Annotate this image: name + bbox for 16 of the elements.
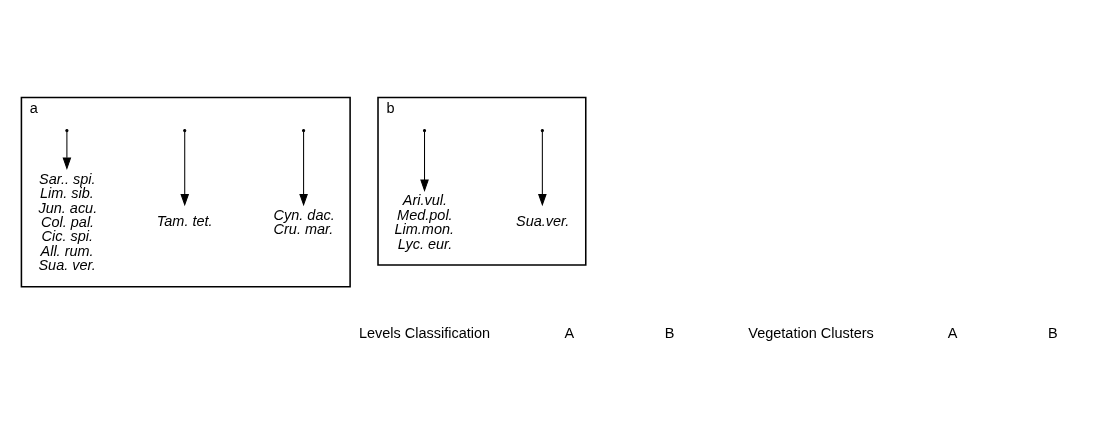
arrow <box>180 131 190 207</box>
node-text: Tam. tet. <box>156 213 213 230</box>
arrow <box>420 131 429 192</box>
node-text: Sua.ver. <box>515 213 570 230</box>
node-text: Ari.vul. Med.pol. Lim.mon. Lyc. eur. <box>394 192 455 252</box>
label: Levels Classification <box>358 325 491 342</box>
label: B <box>1048 325 1058 342</box>
label: A <box>947 325 958 342</box>
label: B <box>664 325 675 342</box>
node-text: Sar.. spi. Lim. sib. Jun. acu. Col. pal. Cic. spi. All. rum. Sua. ver. <box>38 170 98 274</box>
arrow <box>299 131 308 207</box>
arrow <box>62 131 72 170</box>
label: Vegetation Clusters <box>748 325 874 342</box>
label: A <box>564 325 575 342</box>
arrow <box>538 131 547 207</box>
node-text: Cyn. dac. Cru. mar. <box>273 206 335 238</box>
